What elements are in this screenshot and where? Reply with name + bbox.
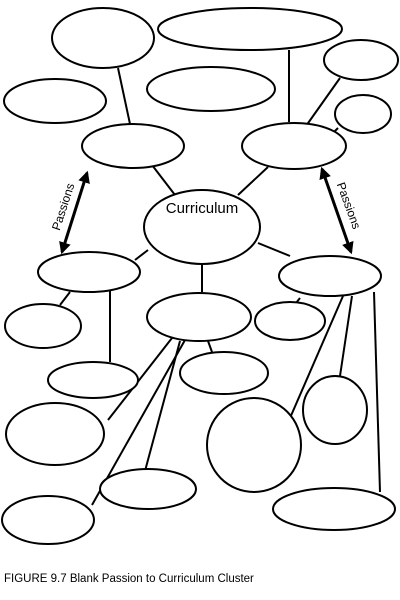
edge-center-upper-right	[237, 166, 269, 196]
node-upper-left-hub[interactable]	[81, 123, 185, 169]
node-upper-right-hub[interactable]	[241, 122, 347, 170]
cluster-nodes	[1, 7, 399, 545]
node-lower-right-small[interactable]	[254, 301, 326, 341]
edge-center-upper-left	[151, 164, 176, 196]
edge-center-lower-left	[134, 249, 149, 261]
left-passions-arrow	[59, 170, 90, 255]
node-lower-center-circle[interactable]	[206, 397, 302, 493]
node-left-lower-small[interactable]	[47, 361, 139, 399]
node-left-lower-big[interactable]	[5, 402, 105, 466]
node-top-wide[interactable]	[157, 7, 343, 51]
edge-lower-right-b	[289, 295, 344, 419]
node-left-upper[interactable]	[3, 78, 107, 124]
edge-center-lower-right	[257, 242, 291, 257]
node-top-right[interactable]	[323, 39, 399, 81]
center-label: Curriculum	[166, 200, 239, 217]
node-right-oval-tall[interactable]	[302, 375, 368, 445]
node-lower-middle-hub[interactable]	[146, 292, 252, 342]
right-arrow-label: Passions	[334, 180, 364, 231]
edge-upper-right-top-right	[305, 77, 341, 127]
right-passions-arrow	[319, 166, 354, 255]
node-top-left[interactable]	[51, 7, 155, 69]
node-left-mid[interactable]	[4, 303, 82, 349]
passion-curriculum-cluster: Curriculum Passions Passions	[1, 7, 399, 545]
edge-lower-right-d	[373, 291, 381, 493]
edge-lower-left-a	[59, 291, 71, 306]
node-bottom-middle[interactable]	[99, 468, 197, 510]
left-arrow-label: Passions	[49, 181, 77, 232]
node-right-small[interactable]	[334, 94, 392, 134]
edge-lower-right-c	[339, 295, 353, 377]
node-middle-upper[interactable]	[146, 66, 276, 112]
edge-lower-middle-c	[144, 340, 181, 472]
figure-caption: FIGURE 9.7 Blank Passion to Curriculum C…	[4, 573, 254, 585]
node-lower-right-hub[interactable]	[278, 255, 382, 297]
edge-lower-middle-d	[207, 340, 213, 353]
node-center-curriculum[interactable]	[143, 189, 261, 265]
node-mid-lower-middle[interactable]	[179, 351, 269, 395]
node-lower-left-hub[interactable]	[37, 251, 141, 293]
node-bottom-left[interactable]	[1, 495, 95, 545]
edge-upper-left-top	[117, 67, 131, 125]
edge-lower-middle-a	[107, 337, 173, 421]
node-bottom-right[interactable]	[272, 487, 396, 531]
